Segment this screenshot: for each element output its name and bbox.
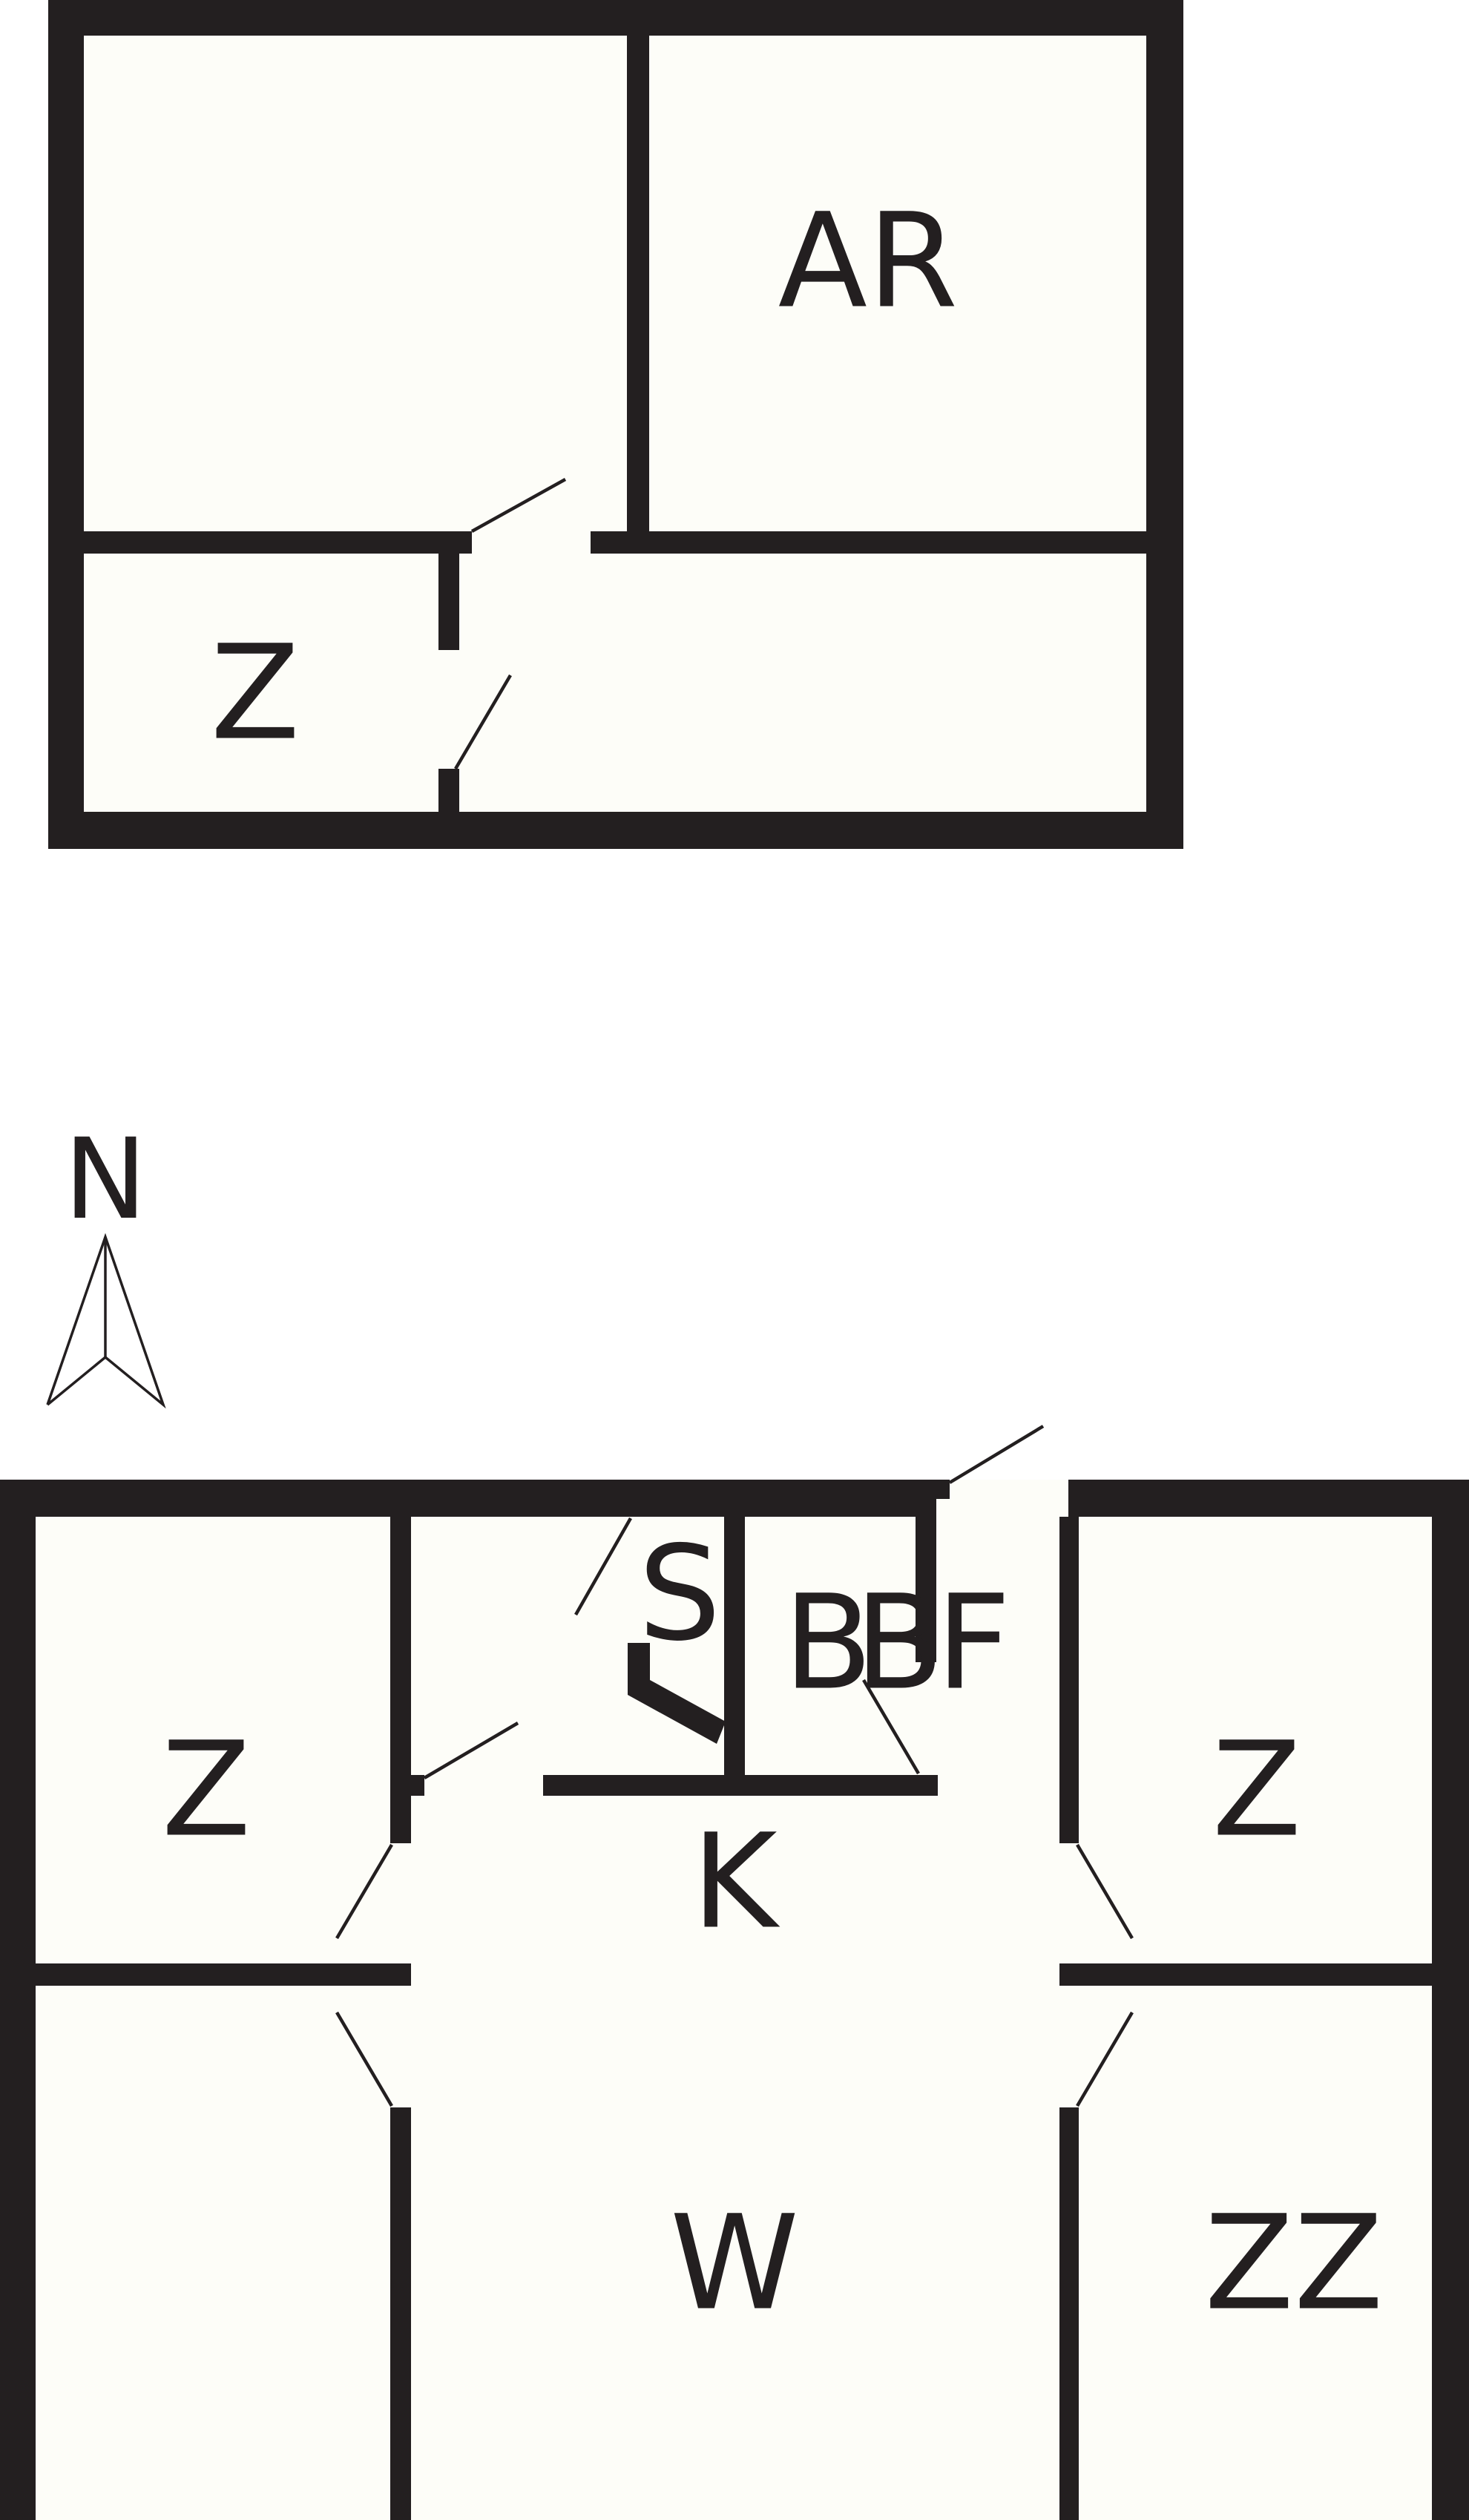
door-leaf-entrance[interactable]	[948, 1425, 1045, 1484]
wall-hall-east-lower	[1059, 2107, 1079, 2520]
room-z-west	[36, 1517, 390, 1963]
room-label-w: W	[670, 2188, 799, 2340]
wall-closet-s	[628, 1643, 726, 1744]
room-label-k: K	[691, 1806, 780, 1958]
door-opening-bathroom	[916, 1662, 936, 1775]
room-label-zz: ZZ	[1204, 2188, 1383, 2340]
door-leaf-s[interactable]	[423, 1722, 519, 1779]
door-opening-s	[424, 1775, 543, 1796]
room-label-z-east: Z	[1212, 1714, 1302, 1866]
door-leaf-z-west[interactable]	[335, 1843, 393, 1940]
hall-f	[936, 1499, 1059, 1796]
north-compass: N	[46, 1115, 166, 1409]
wall-west-mid	[390, 1963, 411, 1986]
door-opening-z-east	[1059, 1843, 1079, 1963]
upper-door-opening-z	[438, 650, 459, 769]
room-s	[411, 1517, 724, 1775]
door-leaf-bathroom[interactable]	[862, 1679, 920, 1775]
room-label-b1: B	[783, 1567, 873, 1719]
compass-label: N	[64, 1115, 147, 1244]
upper-door-leaf-north[interactable]	[470, 478, 567, 533]
wall-west-lower	[390, 2107, 411, 2520]
entrance-opening	[950, 1480, 1068, 1517]
room-bathroom	[745, 1517, 916, 1775]
upper-door-leaf-z[interactable]	[454, 674, 512, 770]
room-label-upper-z: Z	[211, 617, 300, 770]
wall-hall-east-upper	[1059, 1517, 1079, 1843]
door-opening-z-west	[390, 1843, 411, 1963]
room-k-w-open	[411, 1796, 1059, 2520]
door-leaf-southwest[interactable]	[335, 2011, 393, 2107]
upper-room-z	[84, 554, 438, 812]
room-label-z-west: Z	[162, 1714, 252, 1866]
door-opening-southwest	[390, 1986, 411, 2107]
wall-hall-east-mid	[1059, 1963, 1079, 1986]
door-leaf-z-east[interactable]	[1076, 1843, 1134, 1940]
wall-bath-east-upper	[916, 1514, 936, 1662]
ground-floor	[0, 1425, 1469, 2520]
upper-room-northwest	[84, 36, 627, 531]
door-leaf-closet[interactable]	[574, 1517, 632, 1616]
door-leaf-zz[interactable]	[1076, 2011, 1134, 2107]
door-opening-zz	[1059, 1986, 1079, 2107]
door-opening-closet	[629, 1517, 650, 1643]
room-label-s: S	[638, 1518, 721, 1670]
room-label-ar: AR	[778, 186, 959, 338]
room-label-f: F	[936, 1567, 1010, 1719]
wall-west-upper	[390, 1517, 411, 1843]
upper-door-opening-north	[472, 531, 591, 554]
room-zz	[1079, 1986, 1432, 2520]
north-arrow-icon	[46, 1233, 166, 1409]
room-southwest	[36, 1986, 390, 2520]
room-labels: AR Z Z S B B F Z K W ZZ	[162, 186, 1384, 2340]
room-z-east	[1079, 1517, 1432, 1963]
upper-hallway	[459, 554, 1146, 812]
upper-room-ar	[649, 36, 1146, 531]
wall-s-bath	[724, 1517, 745, 1775]
room-label-b2: B	[855, 1567, 944, 1719]
upper-floor	[48, 0, 1183, 849]
